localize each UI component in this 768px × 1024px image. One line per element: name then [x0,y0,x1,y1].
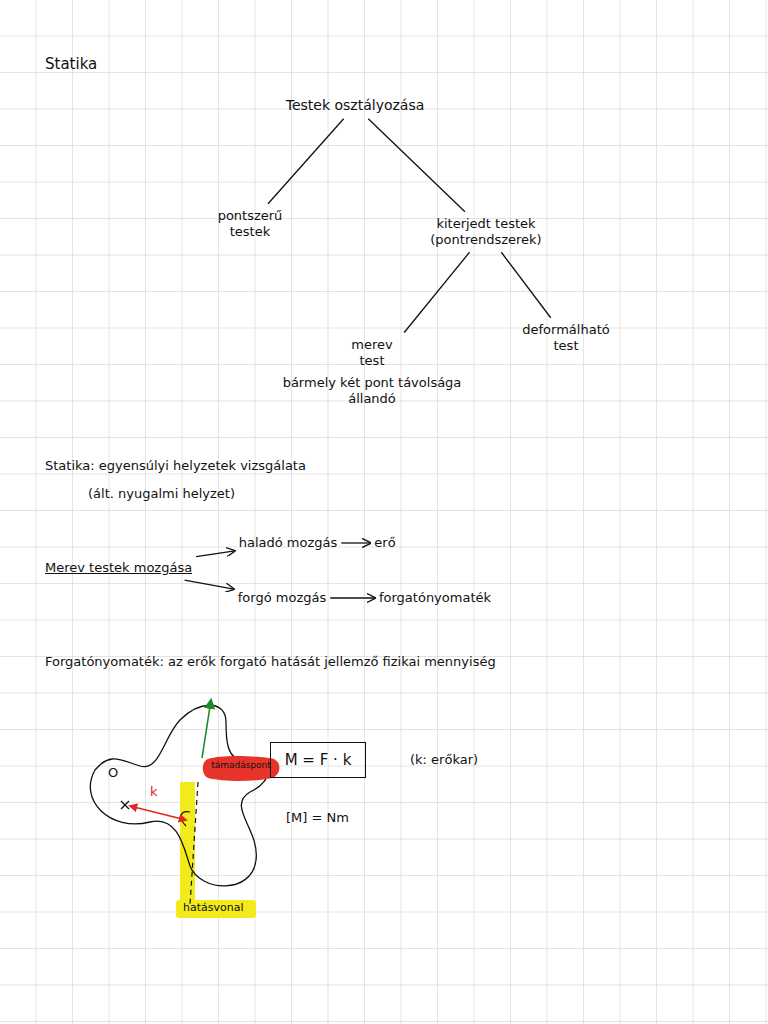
node-text: kiterjedt testek (pontrendszerek) [426,216,546,249]
class-node: deformálható test [516,322,616,355]
line-of-action [190,782,198,905]
connector [404,252,469,332]
connector [330,597,375,598]
unit-note: [M] = Nm [286,810,349,826]
definition-note: Statika: egyensúlyi helyzetek vizsgálata [45,458,306,474]
pivot-point [121,801,129,809]
node-text: forgatónyomaték [379,590,491,606]
application-point: támadáspont [202,755,280,781]
lever-label: k [150,784,158,800]
point-label: O [108,765,118,781]
page-title: Statika [45,55,97,74]
definition-note: Forgatónyomaték: az erők forgató hatását… [45,654,496,670]
node-text: támadáspont [202,761,280,771]
connector [268,119,344,204]
node-text: Testek osztályozása [286,97,425,115]
note: (k: erőkar) [410,752,478,768]
node-text: erő [374,535,395,551]
lever-arm [130,806,186,820]
motion-node: forgó mozgás [238,590,326,606]
definition-note: (ált. nyugalmi helyzet) [88,486,235,502]
connector [368,119,465,212]
class-node: pontszerű testek [210,208,290,241]
class-node: kiterjedt testek (pontrendszerek) [426,216,546,249]
node-text: haladó mozgás [239,535,338,551]
node-text: M = F · k [285,751,352,770]
node-text: deformálható test [516,322,616,355]
connector [196,551,235,557]
node-text: merev test [347,337,397,370]
line-label: hatásvonal [183,901,244,915]
node-body: bármely két pont távolsága állandó [257,375,487,408]
formula-box: M = F · k [270,742,367,779]
rigid-body-outline [90,705,267,886]
highlight-blob [203,756,280,781]
connector [501,252,550,318]
node-text: forgó mozgás [238,590,326,606]
quantity-node: erő [374,535,395,551]
motion-node: haladó mozgás [239,535,338,551]
quantity-node: forgatónyomaték [379,590,491,606]
heading-node: Testek osztályozása [286,97,425,115]
node-text: Merev testek mozgása [45,560,192,576]
connector [341,542,370,543]
node-text: pontszerű testek [210,208,290,241]
class-node: merev test bármely két pont távolsága áll… [257,337,487,408]
topic-node: Merev testek mozgása [45,560,192,576]
highlight-band [176,900,256,918]
highlight-band [180,782,195,910]
connector [185,580,234,589]
force-arrow [202,700,211,758]
